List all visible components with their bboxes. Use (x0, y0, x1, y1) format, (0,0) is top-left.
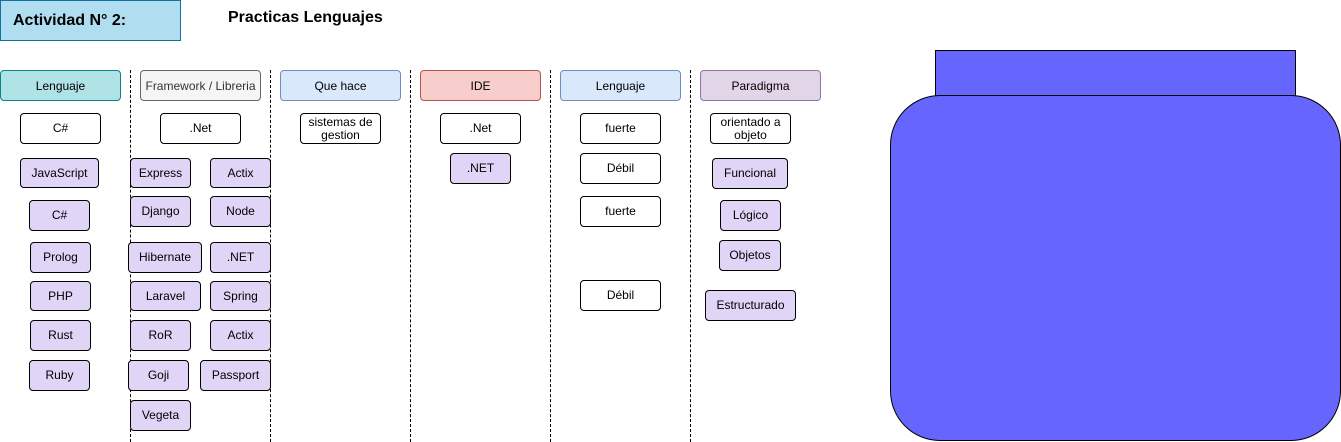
framework-node[interactable]: Laravel (130, 281, 201, 311)
framework-node[interactable]: Django (130, 196, 191, 227)
tipado-node[interactable]: Débil (580, 153, 661, 184)
jar-body-shape[interactable] (890, 95, 1341, 441)
tipado-node[interactable]: fuerte (580, 196, 661, 227)
column-divider (550, 70, 551, 442)
que-hace-node[interactable]: sistemas de gestion (300, 113, 381, 144)
jar-lid-shape[interactable] (935, 50, 1296, 98)
framework-node[interactable]: Hibernate (128, 242, 202, 273)
header-que-hace[interactable]: Que hace (280, 70, 401, 101)
framework-node[interactable]: RoR (130, 320, 191, 351)
framework-node[interactable]: Actix (210, 158, 271, 188)
page-heading: Practicas Lenguajes (228, 9, 383, 26)
lenguaje-node[interactable]: Ruby (29, 360, 90, 391)
lenguaje-node[interactable]: Prolog (30, 242, 91, 273)
lenguaje-node[interactable]: C# (29, 200, 90, 231)
header-tipado[interactable]: Lenguaje (560, 70, 681, 101)
framework-node[interactable]: Node (210, 196, 271, 227)
framework-node[interactable]: Express (130, 158, 191, 188)
header-paradigma[interactable]: Paradigma (700, 70, 821, 101)
paradigma-node[interactable]: Objetos (719, 240, 781, 271)
tipado-node[interactable]: Débil (580, 280, 661, 311)
header-lenguaje[interactable]: Lenguaje (0, 70, 121, 101)
ide-node[interactable]: .NET (450, 153, 511, 184)
framework-node[interactable]: Goji (128, 360, 189, 391)
column-divider (690, 70, 691, 442)
paradigma-node[interactable]: Funcional (712, 158, 788, 189)
framework-node[interactable]: .Net (160, 113, 241, 144)
lenguaje-node[interactable]: JavaScript (20, 158, 99, 188)
framework-node[interactable]: Passport (200, 360, 271, 391)
ide-node[interactable]: .Net (440, 113, 521, 144)
paradigma-node[interactable]: Lógico (720, 200, 781, 231)
paradigma-node[interactable]: orientado a objeto (710, 113, 791, 144)
paradigma-node[interactable]: Estructurado (705, 290, 796, 321)
framework-node[interactable]: Spring (210, 281, 271, 311)
framework-node[interactable]: .NET (210, 242, 271, 273)
header-ide[interactable]: IDE (420, 70, 541, 101)
lenguaje-node[interactable]: C# (20, 113, 101, 144)
activity-title: Actividad N° 2: (0, 0, 181, 41)
lenguaje-node[interactable]: PHP (30, 281, 91, 311)
lenguaje-node[interactable]: Rust (30, 320, 91, 351)
framework-node[interactable]: Vegeta (130, 400, 191, 431)
header-framework[interactable]: Framework / Libreria (140, 70, 261, 101)
framework-node[interactable]: Actix (210, 320, 271, 351)
column-divider (410, 70, 411, 442)
tipado-node[interactable]: fuerte (580, 113, 661, 144)
